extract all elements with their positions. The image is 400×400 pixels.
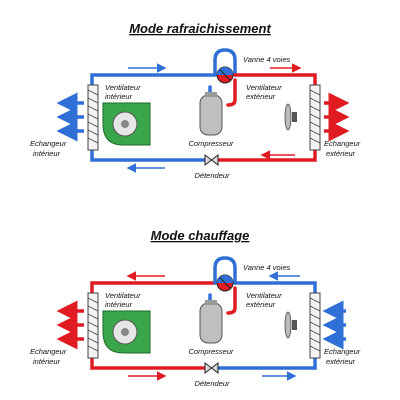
outdoor-exchanger-label-1: Echangeur — [324, 139, 361, 148]
expansion-valve-icon — [204, 153, 219, 167]
outdoor-fan — [284, 311, 297, 339]
outdoor-air-arrows — [324, 92, 350, 142]
compressor — [199, 92, 223, 136]
indoor-exchanger — [87, 292, 99, 359]
outdoor-exchanger — [309, 292, 321, 359]
heating-pipes — [90, 256, 317, 370]
outdoor-fan-label-1: Ventilateur — [246, 83, 282, 92]
outdoor-exchanger-label-2: extérieur — [326, 357, 356, 366]
indoor-fan-label-1: Ventilateur — [105, 83, 141, 92]
compressor-label: Compresseur — [188, 347, 234, 356]
outdoor-fan-label-1: Ventilateur — [246, 291, 282, 300]
indoor-exchanger-label-2: intérieur — [33, 149, 61, 158]
expander-label: Détendeur — [194, 379, 230, 388]
outdoor-exchanger-label-2: extérieur — [326, 149, 356, 158]
indoor-exchanger-label-2: intérieur — [33, 357, 61, 366]
valve-label: Vanne 4 voies — [243, 263, 291, 272]
indoor-fan — [102, 102, 151, 146]
expansion-valve-icon — [204, 361, 219, 375]
indoor-exchanger-label-1: Echangeur — [30, 347, 67, 356]
four-way-valve-icon — [216, 274, 234, 292]
cooling-pipes — [90, 48, 317, 162]
indoor-fan-label-2: intérieur — [105, 92, 133, 101]
outdoor-fan-label-2: extérieur — [246, 92, 276, 101]
indoor-fan-label-1: Ventilateur — [105, 291, 141, 300]
indoor-air-arrows — [56, 92, 84, 142]
outdoor-fan-label-2: extérieur — [246, 300, 276, 309]
heating-title: Mode chauffage — [151, 228, 250, 243]
compressor — [199, 300, 223, 344]
outdoor-fan — [284, 103, 297, 131]
heating-section: Mode chauffage — [30, 228, 361, 388]
cooling-section: Mode rafraichissement — [30, 21, 361, 180]
compressor-label: Compresseur — [188, 139, 234, 148]
indoor-fan — [102, 310, 151, 354]
outdoor-air-arrows — [322, 300, 346, 350]
indoor-fan-label-2: intérieur — [105, 300, 133, 309]
indoor-exchanger-label-1: Echangeur — [30, 139, 67, 148]
outdoor-exchanger — [309, 84, 321, 151]
indoor-air-arrows — [56, 300, 84, 350]
cooling-title: Mode rafraichissement — [129, 21, 271, 36]
expander-label: Détendeur — [194, 171, 230, 180]
four-way-valve-icon — [216, 66, 234, 84]
valve-label: Vanne 4 voies — [243, 55, 291, 64]
indoor-exchanger — [87, 84, 99, 151]
outdoor-exchanger-label-1: Echangeur — [324, 347, 361, 356]
